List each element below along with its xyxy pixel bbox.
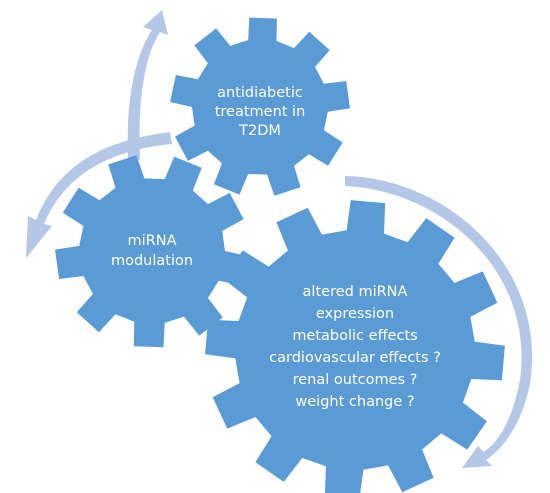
gear-bottom-label-line-6: weight change ? (295, 394, 414, 410)
arrow-top-left (127, 10, 168, 160)
gear-left-label-line-1: miRNA (128, 233, 177, 249)
gear-left-shape (55, 155, 249, 348)
arrow-right (345, 176, 533, 468)
gear-top-label-line-2: treatment in (215, 104, 306, 120)
gear-bottom-label-line-4: cardiovascular effects ? (269, 350, 441, 366)
arrow-left (26, 132, 172, 258)
gear-bottom: altered miRNA expression metabolic effects… (205, 200, 505, 493)
gear-top-label-line-3: T2DM (238, 123, 281, 139)
gear-bottom-label-line-3: metabolic effects (292, 328, 417, 344)
gear-top-shape (170, 17, 350, 196)
gear-left: miRNA modulation (55, 155, 249, 348)
gear-bottom-label-line-2: expression (316, 306, 394, 322)
gear-top: antidiabetic treatment in T2DM (170, 17, 350, 196)
gear-bottom-shape (205, 200, 505, 493)
gear-bottom-label-line-1: altered miRNA (303, 284, 408, 300)
gear-bottom-label-line-5: renal outcomes ? (293, 372, 418, 388)
gear-top-label-line-1: antidiabetic (217, 85, 303, 101)
gear-left-label-line-2: modulation (111, 253, 193, 269)
